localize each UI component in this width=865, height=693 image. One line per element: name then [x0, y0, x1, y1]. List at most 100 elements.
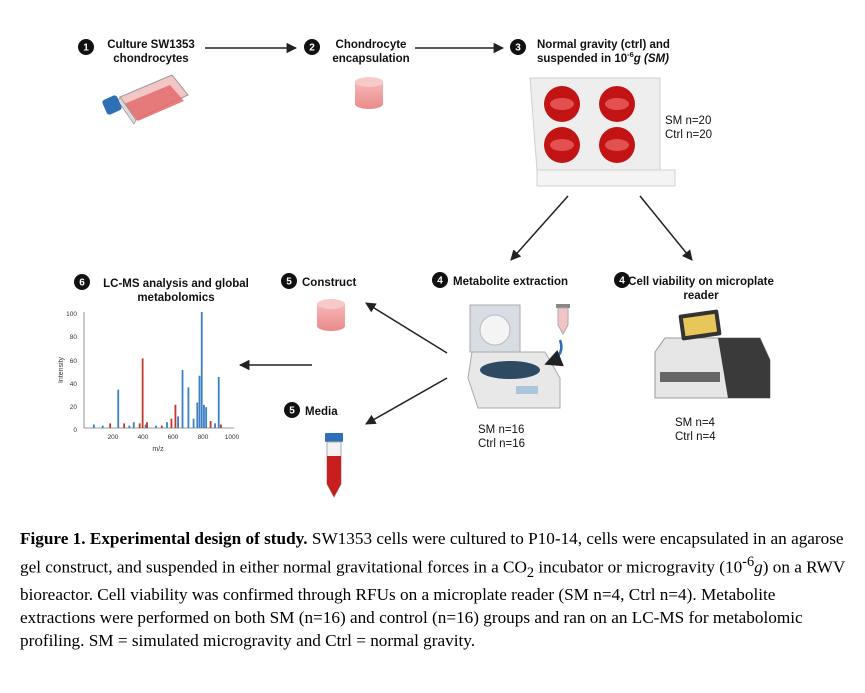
step-1-label-line2: chondrocytes	[113, 53, 188, 65]
spectrum-peak	[220, 424, 222, 428]
caption-title: Figure 1. Experimental design of study.	[20, 529, 308, 548]
step-5a-label: Construct	[302, 277, 356, 289]
spectrum-peak	[155, 425, 157, 428]
spectrum-peak	[109, 423, 112, 428]
step-2-label-line1: Chondrocyte	[336, 39, 407, 51]
step-6-label-line1: LC-MS analysis and global	[103, 278, 249, 290]
caption-sup: -6	[742, 553, 755, 570]
step-3-badge	[510, 39, 526, 55]
viability-ctrl-count: Ctrl n=4	[675, 431, 716, 443]
x-tick-200: 200	[108, 434, 119, 441]
step-4a-badge	[432, 272, 448, 288]
spectrum-peak	[196, 402, 199, 428]
step-2-number: 2	[309, 43, 315, 54]
step-4b-label-line2: reader	[683, 290, 719, 302]
spectrum-peak	[203, 404, 205, 428]
step-1-label-line1: Culture SW1353	[107, 39, 195, 51]
spectrum-peak	[117, 389, 120, 428]
step-3-label-line2: suspended in 10-6g (SM)	[537, 50, 669, 65]
y-axis-label: Intensity	[58, 356, 65, 383]
viability-sm-count: SM n=4	[675, 417, 716, 429]
step-3: 3 Normal gravity (ctrl) and suspended in…	[510, 39, 670, 65]
spectrum-peak	[132, 422, 135, 428]
caption-text-1: SW1353 cells were cultured to P10-14, ce…	[20, 529, 844, 577]
x-tick-600: 600	[168, 434, 179, 441]
step-1-number: 1	[83, 43, 89, 54]
x-tick-1000: 1000	[225, 434, 240, 441]
well-2	[599, 86, 635, 122]
step-4a-label: Metabolite extraction	[453, 276, 568, 288]
step-5b-badge	[284, 402, 300, 418]
step-3-label-line1: Normal gravity (ctrl) and	[537, 39, 670, 51]
spectrum-peak	[209, 421, 212, 428]
microplate-reader-icon	[654, 309, 771, 399]
step-5b-label: Media	[305, 406, 338, 418]
culture-plate-icon	[529, 77, 676, 187]
step-5-construct: 5 Construct	[281, 273, 356, 289]
step-4a-number: 4	[437, 276, 443, 287]
y-tick-40: 40	[70, 381, 78, 388]
spectrum-peak	[138, 423, 141, 428]
caption-sub: 2	[526, 564, 535, 581]
spectrum-peak	[166, 422, 168, 428]
tube-icon	[556, 304, 570, 336]
step-1: 1 Culture SW1353 chondrocytes	[78, 39, 195, 65]
plate-sm-count: SM n=20	[665, 115, 711, 127]
step-3-number: 3	[515, 43, 521, 54]
media-tube-icon	[325, 433, 343, 499]
spectrum-peak	[205, 407, 208, 428]
spectrum-peak	[177, 416, 179, 428]
step-5-media: 5 Media	[284, 402, 338, 418]
spectrum-peak	[146, 422, 148, 428]
spectrum-peak	[181, 370, 184, 428]
well-3	[544, 127, 580, 163]
step-6-label-line2: metabolomics	[137, 292, 214, 304]
step-2-label-line2: encapsulation	[332, 53, 409, 65]
figure-caption: Figure 1. Experimental design of study. …	[20, 528, 850, 652]
well-1	[544, 86, 580, 122]
step-4b-badge	[614, 272, 630, 288]
caption-text-2: incubator or microgravity (10	[534, 557, 743, 577]
spectrum-peak	[198, 375, 201, 428]
experimental-design-diagram: 1 Culture SW1353 chondrocytes 2 Chondroc…	[58, 39, 774, 499]
step-6: 6 LC-MS analysis and global metabolomics	[74, 274, 249, 304]
step-2: 2 Chondrocyte encapsulation	[304, 39, 410, 65]
step-5b-number: 5	[289, 406, 295, 417]
spectrum-peak	[101, 425, 104, 428]
step-5a-number: 5	[286, 277, 292, 288]
step-2-badge	[304, 39, 320, 55]
spectrum-peak	[174, 404, 177, 428]
spectrum-peak	[187, 387, 190, 428]
construct-gel-icon	[317, 299, 345, 331]
step-6-number: 6	[79, 278, 85, 289]
step-4-viability: 4 Cell viability on microplate reader	[614, 272, 774, 302]
y-tick-100: 100	[66, 311, 77, 318]
spectrum-peak	[123, 423, 126, 428]
step-4b-label-line1: Cell viability on microplate	[628, 276, 774, 288]
plate-ctrl-count: Ctrl n=20	[665, 129, 712, 141]
spectrum-peak	[128, 425, 131, 428]
spectrum-peak	[141, 358, 144, 428]
y-tick-60: 60	[70, 358, 78, 365]
caption-g: g	[754, 557, 763, 577]
extraction-ctrl-count: Ctrl n=16	[478, 438, 525, 450]
y-tick-0: 0	[73, 427, 77, 434]
spectrum-peak	[144, 424, 147, 428]
y-tick-80: 80	[70, 334, 78, 341]
step-6-badge	[74, 274, 90, 290]
arrow-extraction-to-construct	[365, 302, 448, 354]
y-tick-20: 20	[70, 404, 78, 411]
spectrum-peak	[217, 376, 220, 428]
x-tick-800: 800	[198, 434, 209, 441]
x-axis-label: m/z	[152, 446, 164, 453]
step-5a-badge	[281, 273, 297, 289]
step-4b-number: 4	[619, 276, 625, 287]
spectrum-peak	[170, 418, 173, 428]
spectrum-peak	[214, 423, 216, 428]
step-4-extraction: 4 Metabolite extraction	[432, 272, 568, 288]
transfer-arrow-icon	[544, 339, 564, 367]
step-1-badge	[78, 39, 94, 55]
well-4	[599, 127, 635, 163]
caption-text-3: ) on a RWV bioreactor. Cell viability wa…	[20, 557, 845, 650]
x-tick-400: 400	[138, 434, 149, 441]
